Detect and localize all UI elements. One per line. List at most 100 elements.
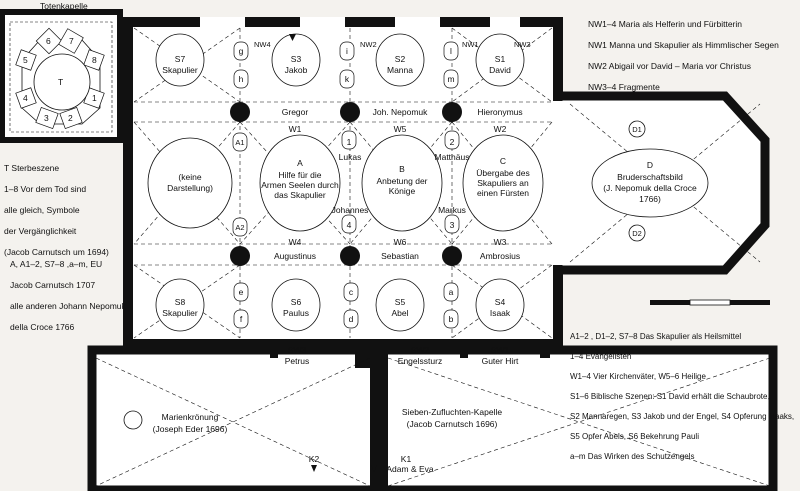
evangelist-num: 3 [450, 220, 455, 230]
scene-c-letter: C [500, 156, 506, 166]
evangelist-name: Johannes [332, 205, 369, 215]
sw-code: SW1 [491, 345, 510, 355]
top-scene-code: S7 [175, 54, 186, 64]
legend-line: alle gleich, Symbole [4, 204, 80, 215]
top-scene-code: S2 [395, 54, 406, 64]
apse-line1: Bruderschaftsbild [617, 172, 683, 182]
legend-line: S5 Opfer Abels, S6 Bekehrung Pauli [570, 432, 699, 441]
legend-line: der Vergänglichkeit [4, 225, 77, 236]
a-label: A2 [235, 223, 244, 232]
chapel-num: 3 [44, 113, 49, 123]
scene-c-frame [462, 134, 544, 232]
letter: f [240, 314, 243, 324]
w-label: W1 [289, 124, 302, 134]
scene-empty-frame [147, 137, 233, 229]
legend-line: A, A1–2, S7–8 ,a–m, EU [10, 258, 103, 269]
top-scene-name: David [489, 65, 511, 75]
chapel-num: 2 [68, 113, 73, 123]
sw-name: Engelssturz [398, 356, 442, 366]
scene-b-letter: B [399, 164, 405, 174]
bottom-scene-code: S5 [395, 297, 406, 307]
saint-label: Sebastian [381, 251, 419, 261]
w-label: W4 [289, 237, 302, 247]
legend-line: della Croce 1766 [10, 321, 75, 332]
evangelist-num: 1 [347, 137, 352, 147]
scene-a-frame [259, 134, 341, 232]
k2-label: K2 [309, 454, 320, 464]
apse-d1: D1 [632, 125, 642, 134]
nw-label: NW2 [360, 40, 377, 49]
apse-line2: (J. Nepomuk della Croce [603, 183, 697, 193]
chapel-t: T [58, 77, 63, 87]
bottom-scene-name: Skapulier [162, 308, 198, 318]
letter: b [449, 314, 454, 324]
k1-label: K1 [401, 454, 412, 464]
apse-line3: 1766) [639, 194, 661, 204]
w-label: W6 [394, 237, 407, 247]
a-label: A1 [235, 138, 244, 147]
nw-label: NW3 [514, 40, 531, 49]
nw-label: NW4 [254, 40, 271, 49]
marienkroenung-artist: (Joseph Eder 1696) [153, 424, 228, 434]
letter: c [349, 287, 354, 297]
letter: a [449, 287, 454, 297]
totenkapelle-title: Totenkapelle [40, 1, 88, 11]
letter: i [346, 46, 348, 56]
marienkroenung: Marienkrönung [162, 412, 219, 422]
evangelist-name: Matthäus [435, 152, 470, 162]
legend-line: A1–2 , D1–2, S7–8 Das Skapulier als Heil… [570, 332, 742, 341]
legend-line: W1–4 Vier Kirchenväter, W5–6 Heilige [570, 372, 706, 381]
legend-line: S1–6 Biblische Szenen: S1 David erhält d… [570, 392, 770, 401]
legend-line: 1–4 Evangelisten [570, 352, 632, 361]
sw-name: Guter Hirt [482, 356, 519, 366]
letter: g [239, 46, 244, 56]
w-label: W2 [494, 124, 507, 134]
sieben-zufluchten-artist: (Jacob Carnutsch 1696) [407, 419, 498, 429]
letter: l [450, 46, 452, 56]
sieben-zufluchten: Sieben-Zufluchten-Kapelle [402, 407, 502, 417]
letter: e [239, 287, 244, 297]
saint-label: Gregor [282, 107, 309, 117]
pillars [230, 102, 462, 266]
legend-line: a–m Das Wirken des Schutzengels [570, 452, 695, 461]
legend-line: (Jacob Carnutsch um 1694) [4, 246, 109, 257]
sw-name: Petrus [285, 356, 310, 366]
apse-letter: D [647, 160, 653, 170]
w-label: W3 [494, 237, 507, 247]
bottom-scene-name: Paulus [283, 308, 309, 318]
adam-eva-label: Adam & Eva [386, 464, 434, 474]
letter: k [345, 74, 350, 84]
saint-label: Ambrosius [480, 251, 520, 261]
scale-bar [650, 299, 770, 306]
evangelist-name: Lukas [339, 152, 362, 162]
apse-d2: D2 [632, 229, 642, 238]
w-label: W5 [394, 124, 407, 134]
legend-t: T Sterbeszene 1–8 Vor dem Tod sind alle … [4, 152, 130, 268]
scene-b-frame [361, 134, 443, 232]
bottom-scene-code: S8 [175, 297, 186, 307]
chapel-num: 4 [23, 93, 28, 103]
letter: m [447, 74, 454, 84]
legend-line: 1–8 Vor dem Tod sind [4, 183, 87, 194]
legend-line: T Sterbeszene [4, 162, 60, 173]
sw-code: SW2 [411, 345, 430, 355]
chapel-num: 7 [69, 36, 74, 46]
legend-line: NW2 Abigail vor David – Maria vor Christ… [588, 60, 751, 71]
legend-line: S2 Mannaregen, S3 Jakob und der Engel, S… [570, 412, 795, 421]
evangelist-num: 2 [450, 137, 455, 147]
lower-chapel-walls [87, 345, 778, 491]
saint-label: Joh. Nepomuk [373, 107, 429, 117]
top-scene-code: S1 [495, 54, 506, 64]
top-scene-name: Manna [387, 65, 413, 75]
legend-s: A1–2 , D1–2, S7–8 Das Skapulier als Heil… [570, 322, 798, 472]
legend-line: NW1–4 Maria als Helferin und Fürbitterin [588, 18, 743, 29]
saint-label: Augustinus [274, 251, 316, 261]
saint-label: Hieronymus [477, 107, 522, 117]
letter: h [239, 74, 244, 84]
legend-line: NW1 Manna und Skapulier als Himmlischer … [588, 39, 779, 50]
bottom-scene-code: S6 [291, 297, 302, 307]
bottom-scene-code: S4 [495, 297, 506, 307]
